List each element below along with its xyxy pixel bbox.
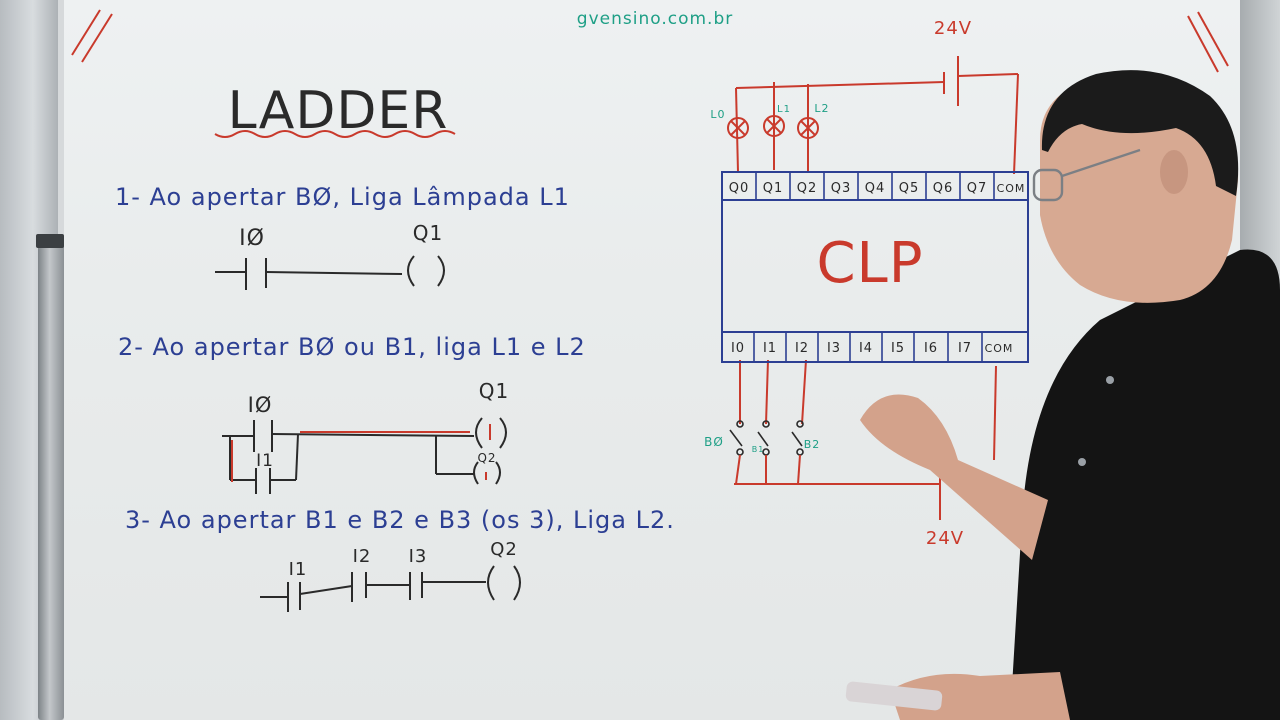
lamp-l0-icon — [727, 117, 749, 139]
ladder-rung-2 — [222, 417, 507, 494]
exercise-1-contact-label: IØ — [239, 226, 265, 251]
lamp-symbols — [727, 115, 819, 139]
exercise-3-contact-3-label: I3 — [409, 546, 428, 567]
plc-label: CLP — [816, 231, 923, 296]
plc-input-terminal: I1 — [763, 341, 777, 356]
glasses-icon — [1032, 148, 1141, 202]
title-underline — [214, 130, 456, 138]
marker-icon — [845, 681, 943, 711]
exercise-3-coil-label: Q2 — [490, 539, 518, 560]
ladder-rung-1 — [215, 255, 445, 290]
board-frame-cap — [36, 234, 64, 248]
lamp-l0-label: L0 — [710, 108, 725, 121]
lamp-l1-icon — [763, 115, 785, 137]
page-title: LADDER — [228, 81, 449, 141]
button-b2-label: B2 — [804, 438, 821, 451]
plc-output-terminal: Q7 — [967, 181, 988, 196]
button-b1-label: B1 — [752, 445, 765, 454]
plc-output-terminal: Q4 — [865, 181, 886, 196]
exercise-2-contact-b-label: I1 — [256, 451, 274, 471]
exercise-3-contact-2-label: I2 — [353, 546, 372, 567]
button-return-wiring — [735, 454, 801, 485]
push-buttons — [729, 420, 804, 456]
plc-input-terminal: I5 — [891, 341, 905, 356]
plc-input-terminals: I0 I1 I2 I3 I4 I5 I6 I7 COM — [731, 341, 1014, 356]
button-b0-label: BØ — [704, 435, 724, 449]
presenter-hair — [1041, 70, 1239, 196]
plc-output-terminal: Q6 — [933, 181, 954, 196]
plc-input-terminal: COM — [985, 342, 1014, 355]
plc-input-terminal: I4 — [859, 341, 873, 356]
supply-bottom-label: 24V — [926, 528, 964, 549]
plc-output-terminal: Q2 — [797, 181, 818, 196]
lamp-l1-label: L1 — [777, 104, 791, 115]
exercise-1-coil-label: Q1 — [413, 221, 443, 245]
lamp-l2-label: L2 — [814, 102, 829, 115]
watermark-text: gvensino.com.br — [577, 9, 733, 29]
exercise-2-statement: 2- Ao apertar BØ ou B1, liga L1 e L2 — [118, 333, 586, 361]
corner-marks — [71, 9, 1229, 73]
plc-output-terminal: Q5 — [899, 181, 920, 196]
exercise-2-coil-a-label: Q1 — [479, 379, 509, 403]
plc-input-terminal: I7 — [958, 341, 972, 356]
plc-output-terminal: COM — [997, 182, 1026, 195]
exercise-1-statement: 1- Ao apertar BØ, Liga Lâmpada L1 — [115, 183, 570, 211]
plc-output-terminal: Q1 — [763, 181, 784, 196]
lamp-l2-icon — [797, 117, 819, 139]
shirt-button-icon — [1078, 458, 1086, 466]
presenter-ear — [1160, 150, 1188, 194]
plc-input-terminal: I6 — [924, 341, 938, 356]
exercise-3-contact-1-label: I1 — [289, 559, 308, 580]
presenter — [845, 70, 1280, 720]
plc-input-terminal: I2 — [795, 341, 809, 356]
board-frame-rail — [38, 236, 64, 720]
plc-power-wiring — [734, 56, 1019, 520]
ladder-rung-2-red-trace — [231, 424, 491, 482]
presenter-shirt — [1010, 249, 1280, 720]
exercise-2-coil-b-label: Q2 — [477, 451, 496, 465]
exercise-2-contact-a-label: IØ — [248, 393, 273, 417]
plc-output-terminal: Q3 — [831, 181, 852, 196]
supply-top-label: 24V — [934, 18, 972, 39]
plc-output-terminal: Q0 — [729, 181, 750, 196]
exercise-3-statement: 3- Ao apertar B1 e B2 e B3 (os 3), Liga … — [125, 506, 675, 534]
plc-input-terminal: I0 — [731, 341, 745, 356]
plc-input-terminal: I3 — [827, 341, 841, 356]
plc-output-terminals: Q0 Q1 Q2 Q3 Q4 Q5 Q6 Q7 COM — [729, 181, 1026, 196]
plc-box — [721, 171, 1029, 363]
ladder-rung-3 — [260, 565, 521, 612]
shirt-button-icon — [1106, 376, 1114, 384]
presenter-left-hand — [860, 394, 1048, 560]
